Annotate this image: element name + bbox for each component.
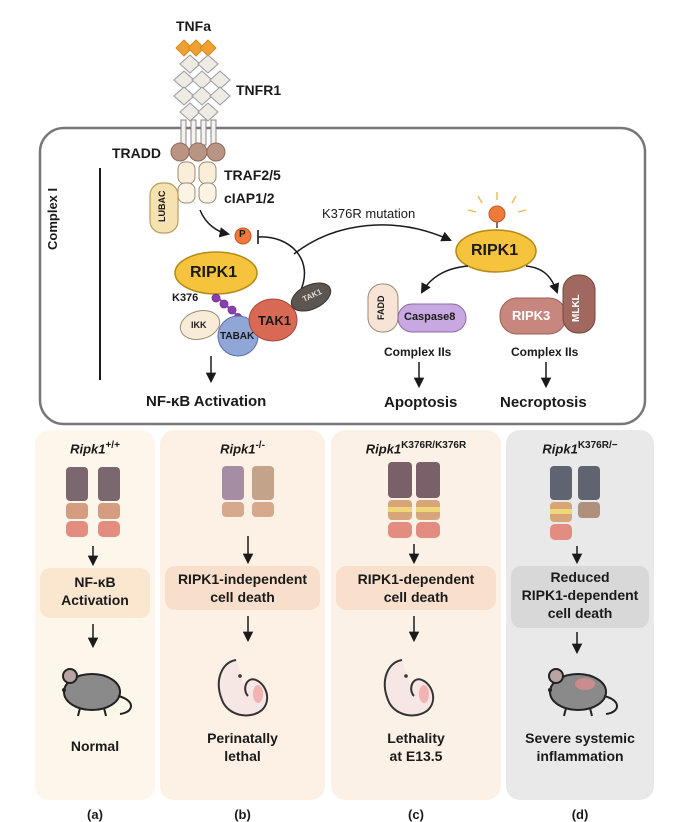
- arrow-to-necroptosis: [525, 265, 560, 294]
- panel-c-outcome-line1: Lethality: [387, 730, 445, 746]
- tnfa-label: TNFa: [176, 18, 211, 34]
- tradd-label: TRADD: [112, 145, 161, 161]
- panel-d: Ripk1K376R/− Reduced RIPK1-dependent cel…: [506, 430, 654, 822]
- panel-b-outcome-line2: lethal: [224, 748, 261, 764]
- panel-b-midbox: [165, 566, 320, 610]
- phospho-circle-right: [488, 205, 506, 223]
- necroptosis-label: Necroptosis: [500, 394, 587, 411]
- ripk3-label: RIPK3: [512, 308, 551, 323]
- tabak-label: TABAK: [220, 331, 255, 342]
- fadd-label: FADD: [376, 295, 386, 321]
- mlkl-shape: [562, 274, 596, 334]
- embryo-lethal-icon: [383, 659, 435, 717]
- panel-c-protein-pair: [388, 462, 440, 538]
- panel-c-mid-line2: cell death: [383, 589, 449, 605]
- panel-b-mid-line2: cell death: [210, 589, 275, 605]
- tak1-small-shape: [290, 282, 332, 312]
- panel-a-midbox: [40, 568, 150, 618]
- panel-b-mid-line1: RIPK1-independent: [177, 571, 308, 587]
- k376-label: K376: [172, 292, 199, 304]
- panel-d-outcome-line2: inflammation: [536, 748, 624, 764]
- panel-c-letter: (c): [408, 807, 424, 822]
- ikk-label: IKK: [191, 320, 207, 330]
- panel-d-midbox: [511, 566, 649, 628]
- complex-i-label: Complex I: [45, 187, 60, 250]
- tradd-domain: [170, 142, 226, 162]
- inhibition-line: [257, 236, 306, 293]
- tak1-label: TAK1: [258, 313, 291, 328]
- panel-a-mid-line2: Activation: [61, 592, 129, 608]
- panel-b-letter: (b): [234, 807, 251, 822]
- tnfr1-label: TNFR1: [236, 82, 282, 98]
- panel-c: Ripk1K376R/K376R RIPK1-dependent cell de…: [331, 430, 501, 822]
- highlight-rays: [467, 192, 527, 213]
- panel-a-protein-pair: [66, 467, 120, 537]
- panel-d-genotype: Ripk1K376R/−: [542, 440, 618, 457]
- caspase8-label: Caspase8: [404, 311, 456, 323]
- panel-b-bg: [160, 430, 325, 800]
- p-label-left: P: [239, 229, 246, 240]
- panel-d-mid-line1: Reduced: [550, 569, 610, 585]
- panel-c-midbox: [336, 566, 496, 610]
- mouse-normal-icon: [62, 668, 132, 717]
- ciap-label: cIAP1/2: [224, 190, 275, 206]
- mutation-arrow: [293, 224, 452, 255]
- panel-c-bg: [331, 430, 501, 800]
- panel-d-protein-pair: [550, 466, 600, 540]
- arrow-to-apoptosis: [420, 265, 469, 294]
- panel-d-letter: (d): [571, 807, 589, 822]
- nfkb-activation-label: NF-κB Activation: [146, 393, 267, 410]
- panel-b: Ripk1-/- RIPK1-independent cell death Pe…: [160, 430, 325, 822]
- traf-block: [177, 161, 217, 185]
- panel-a-outcome-line1: Normal: [70, 738, 120, 754]
- tak1-shape: [248, 298, 298, 342]
- tnfa-ligand: [175, 39, 217, 57]
- ripk1-left-label: RIPK1: [190, 264, 238, 281]
- panel-d-outcome-line1: Severe systemic: [525, 730, 635, 746]
- panel-c-mid-line1: RIPK1-dependent: [357, 571, 475, 587]
- panel-b-genotype: Ripk1-/-: [220, 440, 265, 457]
- caspase8-shape: [397, 303, 467, 333]
- complex-i-frame: [38, 126, 647, 426]
- mutation-label: K376R mutation: [322, 206, 416, 221]
- arrow-to-p: [199, 209, 231, 238]
- ciap-block: [177, 182, 217, 204]
- panel-a-mid-line1: NF-κB: [74, 574, 116, 590]
- panel-b-protein-pair: [222, 466, 274, 517]
- phospho-circle-left: [234, 227, 252, 245]
- mouse-inflamed-icon: [548, 668, 618, 717]
- complex-iia-label: Complex IIs: [384, 345, 452, 359]
- mlkl-label: MLKL: [571, 294, 582, 322]
- fadd-shape: [367, 283, 399, 333]
- tnfr1-receptor: [173, 54, 231, 122]
- panel-b-outcome-line1: Perinatally: [207, 730, 278, 746]
- ikk-shape: [179, 310, 221, 340]
- panel-a-letter: (a): [87, 807, 103, 822]
- panel-c-genotype: Ripk1K376R/K376R: [365, 440, 467, 457]
- lubac-label: LUBAC: [157, 190, 167, 223]
- ripk1-right-label: RIPK1: [471, 242, 519, 259]
- lubac-shape: [149, 182, 179, 234]
- embryo-perinatal-icon: [217, 659, 269, 717]
- panel-a-genotype: Ripk1+/+: [70, 440, 120, 457]
- tnfr1-stalks: [180, 119, 217, 146]
- panel-d-mid-line3: cell death: [547, 605, 613, 621]
- ripk1-right-shape: [455, 229, 537, 273]
- panel-c-outcome-line2: at E13.5: [389, 748, 443, 764]
- panel-d-mid-line2: RIPK1-dependent: [521, 587, 639, 603]
- panel-a: Ripk1+/+ NF-κB Activation Normal (a): [35, 430, 155, 822]
- complex-iib-label: Complex IIs: [511, 345, 579, 359]
- apoptosis-label: Apoptosis: [384, 394, 458, 411]
- traf-label: TRAF2/5: [224, 167, 281, 183]
